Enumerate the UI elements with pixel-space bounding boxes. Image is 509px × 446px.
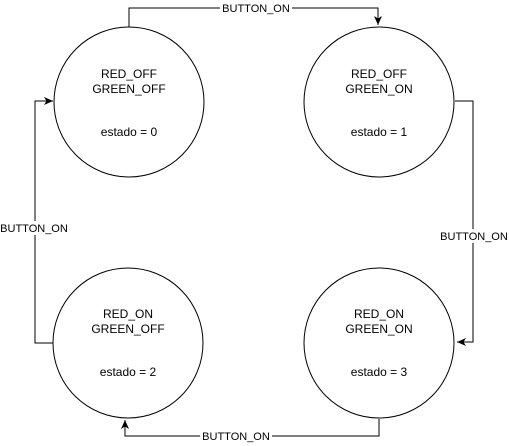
state-1-circle	[303, 26, 455, 178]
transition-1-to-3-label: BUTTON_ON	[440, 231, 508, 243]
state-0-line1: RED_OFF	[101, 67, 157, 81]
state-1-line2: GREEN_ON	[345, 82, 412, 96]
transition-0-to-1-label: BUTTON_ON	[222, 3, 290, 15]
transition-1-to-3-line	[455, 100, 474, 346]
transition-1-to-3-label-bg	[438, 229, 509, 243]
state-2-estado: estado = 2	[100, 365, 157, 379]
state-3: RED_ON GREEN_ON estado = 3	[303, 267, 455, 419]
state-3-line1: RED_ON	[354, 307, 404, 321]
state-2-line1: RED_ON	[103, 307, 153, 321]
transition-3-to-2-label: BUTTON_ON	[202, 431, 270, 443]
state-0-line2: GREEN_OFF	[92, 82, 165, 96]
transition-2-to-0-label-bg	[0, 221, 70, 235]
state-2-circle	[52, 267, 204, 419]
transition-2-to-0: BUTTON_ON	[0, 97, 70, 344]
state-0-circle	[53, 26, 205, 178]
transition-2-to-0-label: BUTTON_ON	[0, 223, 68, 235]
transition-0-to-1: BUTTON_ON	[128, 1, 382, 27]
state-1-line1: RED_OFF	[351, 67, 407, 81]
transition-3-to-2-label-bg	[200, 429, 272, 443]
state-1-estado: estado = 1	[351, 125, 408, 139]
transition-0-to-1-label-bg	[220, 1, 292, 15]
state-0: RED_OFF GREEN_OFF estado = 0	[53, 26, 205, 178]
transition-3-to-2: BUTTON_ON	[121, 419, 380, 443]
state-2-line2: GREEN_OFF	[91, 322, 164, 336]
state-1: RED_OFF GREEN_ON estado = 1	[303, 26, 455, 178]
state-2: RED_ON GREEN_OFF estado = 2	[52, 267, 204, 419]
state-3-estado: estado = 3	[351, 365, 408, 379]
state-3-circle	[303, 267, 455, 419]
transition-1-to-3: BUTTON_ON	[438, 100, 509, 346]
state-3-line2: GREEN_ON	[345, 322, 412, 336]
state-0-estado: estado = 0	[101, 125, 158, 139]
